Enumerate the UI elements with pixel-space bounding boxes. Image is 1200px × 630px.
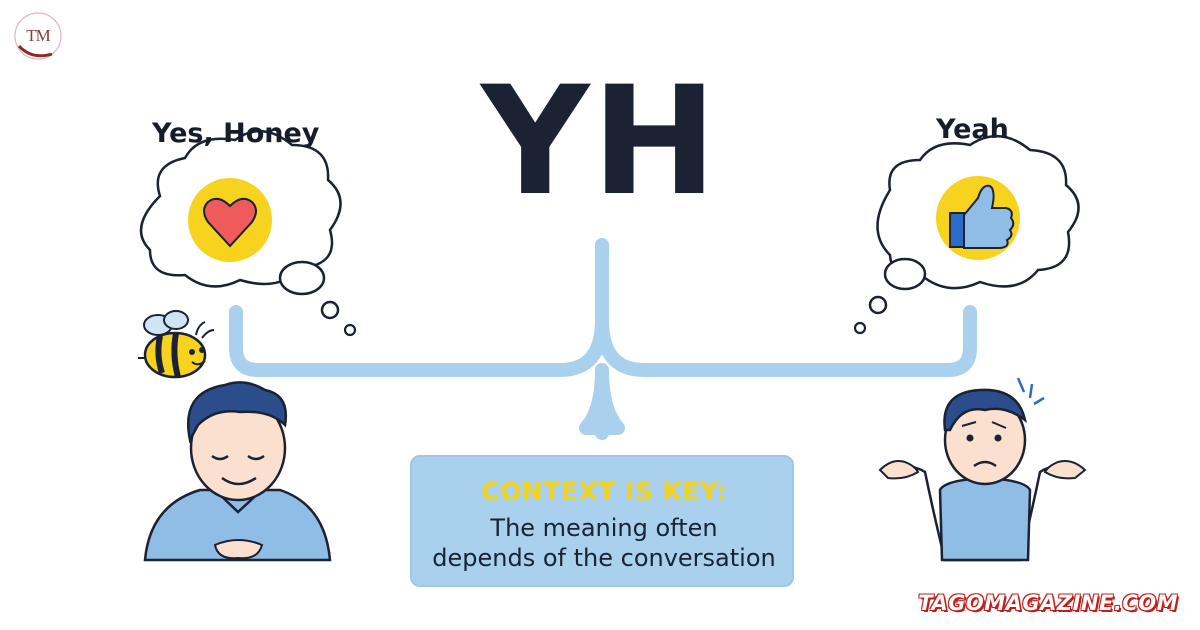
connector-lines <box>229 238 977 440</box>
bee-icon <box>138 310 215 379</box>
context-heading: CONTEXT IS KEY: <box>481 477 727 506</box>
meaning-label-left: Yes, Honey <box>152 118 320 149</box>
diagram-title: YH <box>480 55 720 229</box>
site-logo: TM <box>12 10 64 62</box>
context-box: CONTEXT IS KEY: The meaning often depend… <box>410 455 794 587</box>
logo-ring-icon <box>14 12 62 60</box>
site-watermark: TAGOMAGAZINE.COM <box>918 591 1178 615</box>
right-thought-cloud <box>853 134 1080 335</box>
context-line-2: depends of the conversation <box>432 544 776 572</box>
right-person-shrugging <box>878 377 1087 562</box>
context-body: The meaning often depends of the convers… <box>412 513 796 573</box>
meaning-label-right: Yeah <box>936 114 1009 145</box>
thumbs-up-icon <box>949 184 1015 249</box>
left-thought-cloud <box>139 129 357 337</box>
logo-text: TM <box>26 26 51 45</box>
left-person-smiling <box>143 381 332 562</box>
heart-icon <box>203 197 257 248</box>
context-line-1: The meaning often <box>490 514 718 542</box>
